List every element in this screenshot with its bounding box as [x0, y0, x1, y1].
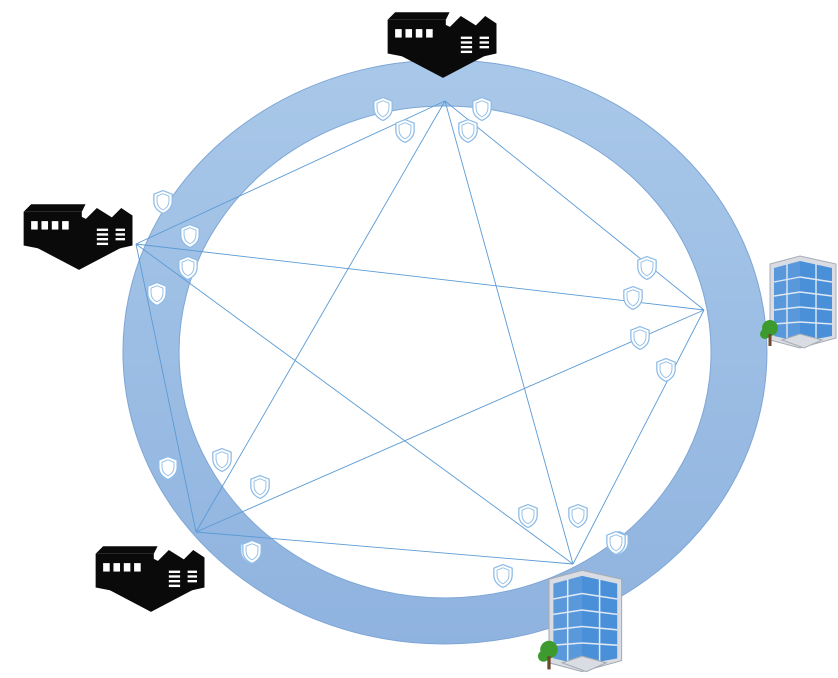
link-factory-top-to-factory-bottom-left	[195, 100, 446, 533]
link-factory-left-to-office-right	[135, 243, 705, 311]
shield-icon	[250, 474, 270, 500]
link-factory-left-to-office-bottom	[135, 243, 574, 565]
office-building-icon	[760, 255, 837, 349]
link-factory-top-to-office-bottom	[444, 100, 574, 565]
factory-icon	[23, 204, 133, 270]
shield-icon	[493, 563, 513, 589]
factory-icon	[95, 546, 205, 612]
office-building-icon	[537, 569, 623, 673]
shield-icon	[637, 255, 657, 281]
link-office-right-to-factory-bottom-left	[195, 309, 705, 533]
link-office-right-to-office-bottom	[572, 309, 705, 565]
ring-band	[122, 59, 768, 645]
shield-icon	[212, 447, 232, 473]
link-factory-bottom-left-to-office-bottom	[195, 531, 574, 565]
link-factory-top-to-office-right	[444, 100, 705, 311]
shield-icon	[623, 285, 643, 311]
link-factory-left-to-factory-bottom-left	[135, 243, 197, 533]
shield-icon	[656, 357, 676, 383]
link-factory-top-to-factory-left	[135, 100, 446, 245]
connection-lines	[135, 100, 705, 565]
shield-icon	[568, 503, 588, 529]
shield-icon	[630, 325, 650, 351]
shield-icon	[458, 118, 478, 144]
network-ring	[122, 59, 768, 645]
shield-icon	[373, 96, 393, 122]
shield-icon	[395, 118, 415, 144]
shield-icon	[472, 96, 492, 122]
shield-icon	[518, 503, 538, 529]
